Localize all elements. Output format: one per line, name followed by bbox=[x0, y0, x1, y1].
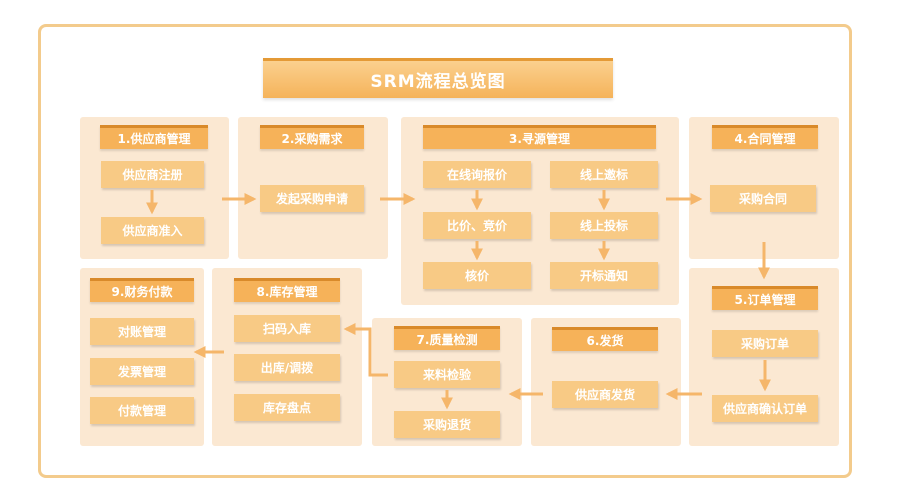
box-reconciliation: 对账管理 bbox=[90, 318, 194, 345]
header-shipping: 6.发货 bbox=[552, 327, 658, 351]
box-price-comparison-bidding: 比价、竞价 bbox=[423, 212, 531, 239]
header-order-management: 5.订单管理 bbox=[712, 286, 818, 310]
box-inventory-count: 库存盘点 bbox=[234, 394, 340, 421]
box-price-verification: 核价 bbox=[423, 262, 531, 289]
box-initiate-purchase-request: 发起采购申请 bbox=[260, 185, 364, 212]
box-outbound-transfer: 出库/调拨 bbox=[234, 354, 340, 381]
header-finance-payment: 9.财务付款 bbox=[90, 278, 194, 302]
header-sourcing-management: 3.寻源管理 bbox=[423, 125, 656, 149]
box-supplier-shipping: 供应商发货 bbox=[552, 381, 658, 408]
arrow-s7-to-s8 bbox=[343, 323, 388, 377]
box-online-bidding: 线上投标 bbox=[550, 212, 658, 239]
box-purchase-contract: 采购合同 bbox=[710, 185, 816, 212]
box-payment-management: 付款管理 bbox=[90, 397, 194, 424]
box-purchase-return: 采购退货 bbox=[394, 411, 500, 438]
box-purchase-order: 采购订单 bbox=[712, 330, 818, 357]
box-online-invitation: 线上邀标 bbox=[550, 161, 658, 188]
box-scan-warehousing: 扫码入库 bbox=[234, 315, 340, 342]
box-supplier-registration: 供应商注册 bbox=[101, 161, 204, 188]
box-online-inquiry-quote: 在线询报价 bbox=[423, 161, 531, 188]
box-incoming-inspection: 来料检验 bbox=[394, 361, 500, 388]
header-supplier-management: 1.供应商管理 bbox=[100, 125, 208, 149]
header-quality-inspection: 7.质量检测 bbox=[394, 326, 500, 350]
box-bid-opening-notice: 开标通知 bbox=[550, 262, 658, 289]
header-contract-management: 4.合同管理 bbox=[712, 125, 818, 149]
header-inventory-management: 8.库存管理 bbox=[234, 278, 340, 302]
header-purchase-demand: 2.采购需求 bbox=[260, 125, 364, 149]
box-invoice-management: 发票管理 bbox=[90, 358, 194, 385]
diagram-title: SRM流程总览图 bbox=[263, 58, 613, 98]
box-supplier-confirm-order: 供应商确认订单 bbox=[712, 395, 818, 422]
box-supplier-admission: 供应商准入 bbox=[101, 217, 204, 244]
